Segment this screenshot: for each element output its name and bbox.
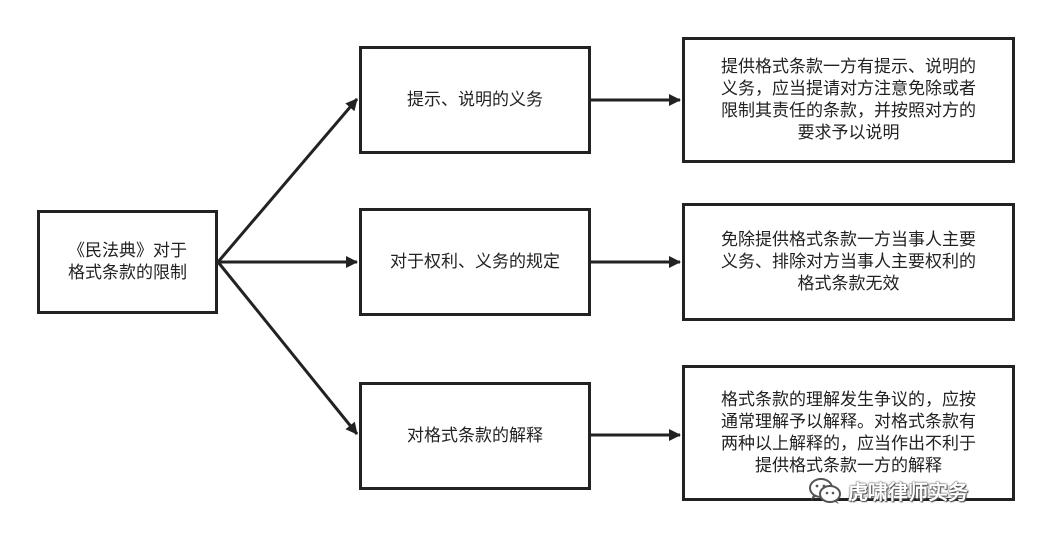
branch-node-label: 对格式条款的解释 bbox=[407, 426, 543, 446]
detail-line: 格式条款无效 bbox=[797, 274, 900, 294]
detail-line: 两种以上解释的，应当作出不利于 bbox=[721, 434, 976, 454]
branch-node-2: 对于权利、义务的规定 bbox=[359, 208, 591, 316]
detail-line: 义务，应当提请对方注意免除或者 bbox=[721, 79, 976, 99]
detail-line: 格式条款的理解发生争议的，应按 bbox=[721, 390, 976, 410]
branch-node-label: 提示、说明的义务 bbox=[407, 90, 543, 110]
detail-line: 义务、排除对方当事人主要权利的 bbox=[721, 252, 976, 272]
detail-line: 限制其责任的条款，并按照对方的 bbox=[721, 101, 976, 121]
watermark-text: 虎啸律师实务 bbox=[848, 480, 968, 504]
detail-line: 提供格式条款一方的解释 bbox=[755, 456, 942, 476]
connector-root-to-branch-3 bbox=[216, 261, 359, 435]
connector-root-to-branch-1 bbox=[216, 98, 359, 263]
root-node-line: 《民法典》对于 bbox=[68, 241, 187, 261]
root-node-line: 格式条款的限制 bbox=[68, 263, 187, 283]
detail-node-1: 提供格式条款一方有提示、说明的 义务，应当提请对方注意免除或者 限制其责任的条款… bbox=[682, 37, 1015, 163]
watermark: 虎啸律师实务 bbox=[808, 476, 968, 505]
detail-node-2: 免除提供格式条款一方当事人主要 义务、排除对方当事人主要权利的 格式条款无效 bbox=[682, 203, 1015, 321]
branch-node-1: 提示、说明的义务 bbox=[359, 46, 591, 154]
detail-line: 免除提供格式条款一方当事人主要 bbox=[721, 230, 976, 250]
detail-line: 要求予以说明 bbox=[797, 123, 900, 143]
root-node: 《民法典》对于 格式条款的限制 bbox=[37, 210, 218, 314]
branch-node-label: 对于权利、义务的规定 bbox=[390, 252, 560, 272]
detail-line: 提供格式条款一方有提示、说明的 bbox=[721, 57, 976, 77]
wechat-icon bbox=[808, 477, 842, 505]
detail-node-3: 格式条款的理解发生争议的，应按 通常理解予以解释。对格式条款有 两种以上解释的，… bbox=[682, 365, 1015, 501]
branch-node-3: 对格式条款的解释 bbox=[359, 382, 591, 490]
detail-line: 通常理解予以解释。对格式条款有 bbox=[721, 412, 976, 432]
